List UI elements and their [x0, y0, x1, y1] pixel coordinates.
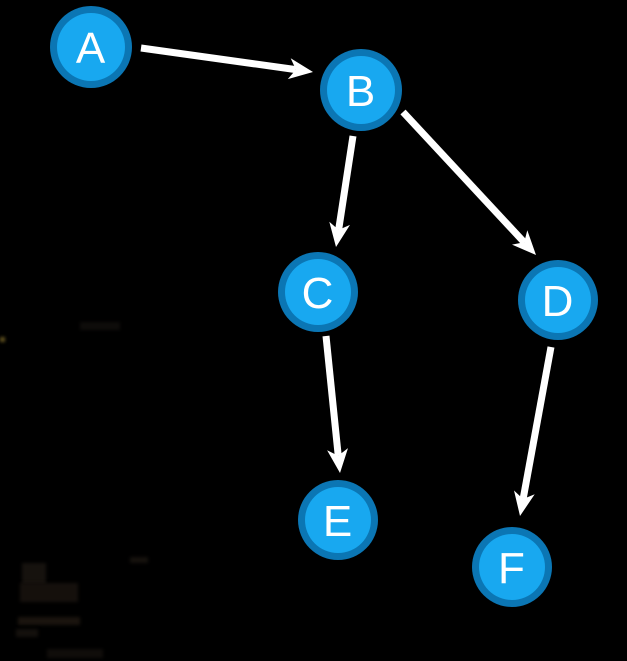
node-label-C: C [302, 269, 335, 318]
background-artifact [16, 629, 38, 637]
arrowhead-B-C [329, 221, 350, 247]
arrowhead-C-E [327, 448, 348, 473]
background-artifact [0, 337, 5, 342]
node-label-B: B [346, 67, 376, 116]
background-artifact [47, 649, 103, 658]
edge-B-C [335, 135, 357, 231]
background-artifact [20, 583, 78, 602]
node-body-C [285, 259, 351, 325]
node-body-A [57, 13, 125, 81]
edge-C-E [322, 335, 342, 457]
node-C: C [278, 252, 358, 332]
node-E: E [298, 480, 378, 560]
background-artifact [22, 563, 46, 585]
edge-D-F [519, 346, 555, 500]
node-D: D [518, 260, 598, 340]
edge-B-D [400, 109, 527, 245]
node-label-E: E [323, 497, 353, 546]
node-body-F [479, 534, 545, 600]
node-label-F: F [498, 544, 526, 593]
node-A: A [50, 6, 132, 88]
arrowhead-A-B [287, 58, 313, 80]
node-body-E [305, 487, 371, 553]
node-body-D [525, 267, 591, 333]
arrowhead-B-D [512, 230, 536, 255]
node-B: B [320, 49, 402, 131]
background-artifact [80, 322, 120, 330]
background-artifact [18, 617, 80, 625]
arrowhead-D-F [514, 490, 535, 516]
node-body-B [327, 56, 395, 124]
background-artifact [130, 557, 148, 563]
edge-A-B [140, 44, 297, 74]
node-label-A: A [76, 24, 106, 73]
node-F: F [472, 527, 552, 607]
node-label-D: D [542, 277, 575, 326]
